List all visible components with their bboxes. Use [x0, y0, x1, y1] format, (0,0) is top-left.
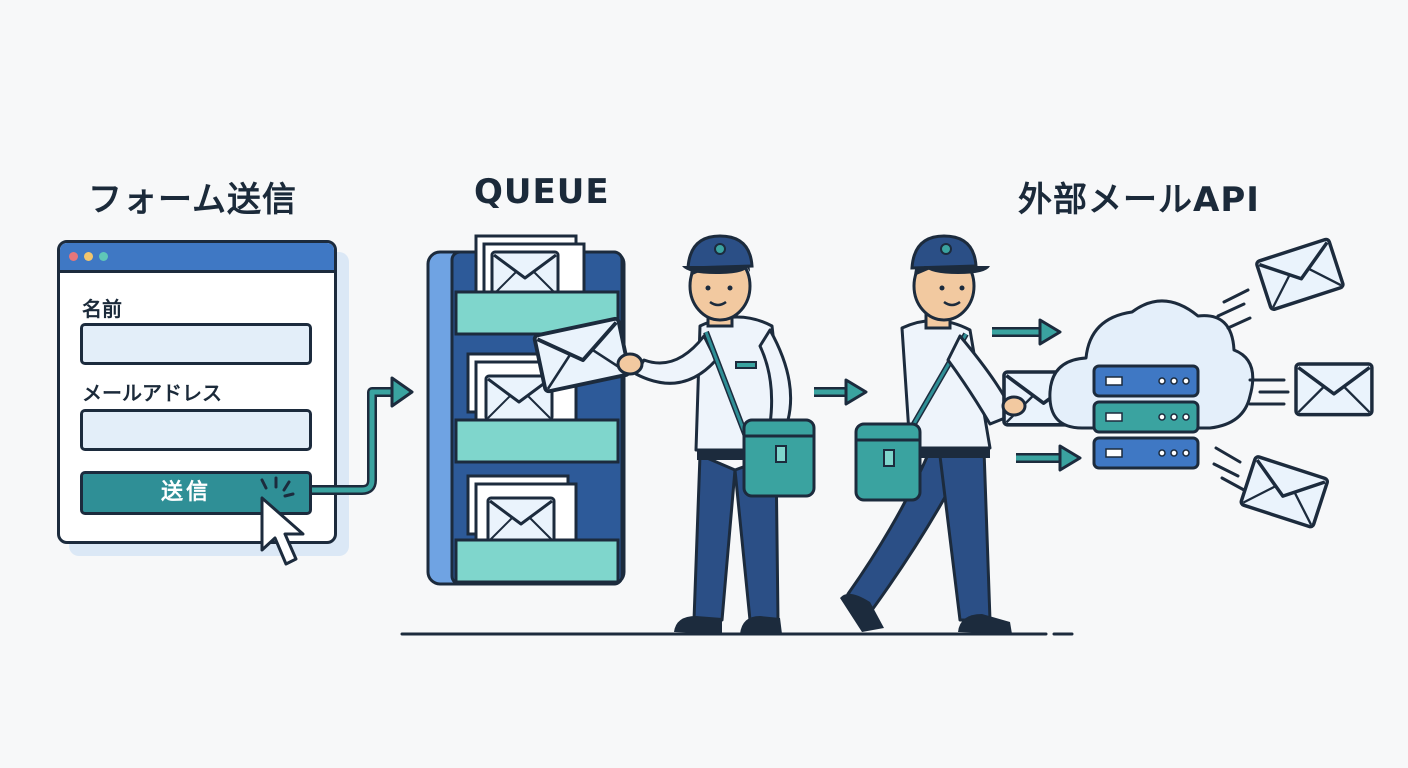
postman-picking-up [532, 234, 816, 634]
window-maximize-dot-icon [99, 252, 108, 261]
postman-to-postman-arrow [814, 378, 868, 406]
email-field[interactable] [80, 409, 312, 451]
click-sparks-icon [260, 476, 295, 498]
window-close-dot-icon [69, 252, 78, 261]
name-field[interactable] [80, 323, 312, 365]
external-mail-api-title: 外部メールAPI [1018, 180, 1260, 220]
name-label: 名前 [82, 297, 122, 321]
submit-button[interactable]: 送信 [80, 471, 312, 515]
queue-rack [426, 234, 626, 586]
server-stack-icon [1092, 364, 1200, 470]
form-to-queue-arrow [312, 376, 414, 495]
flying-envelope-bottom [1212, 446, 1330, 530]
flying-envelope-top [1216, 236, 1346, 330]
email-label: メールアドレス [82, 381, 222, 405]
browser-form-window: 名前 メールアドレス 送信 [57, 240, 337, 544]
flying-envelope-middle [1248, 362, 1374, 417]
mouse-cursor-icon [260, 496, 305, 566]
queue-title: QUEUE [474, 172, 610, 212]
to-api-arrows [992, 318, 1082, 472]
window-titlebar [60, 243, 334, 273]
window-minimize-dot-icon [84, 252, 93, 261]
queued-envelope-icon [486, 496, 556, 544]
postman-delivering [840, 234, 1085, 634]
queued-envelope-icon [490, 250, 560, 298]
form-submit-title: フォーム送信 [88, 180, 297, 220]
